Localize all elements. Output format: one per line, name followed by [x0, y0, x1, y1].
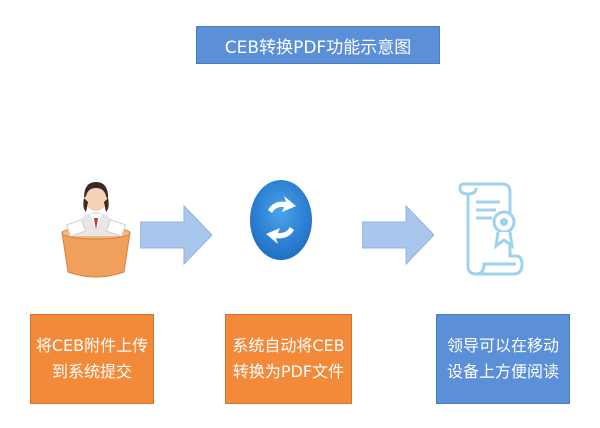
step-2-box: 系统自动将CEB 转换为PDF文件 — [225, 314, 352, 404]
step-3-line-2: 设备上方便阅读 — [446, 362, 559, 381]
step-3-box: 领导可以在移动 设备上方便阅读 — [436, 314, 570, 404]
step-1-line-1: 将CEB附件上传 — [35, 336, 149, 355]
step-3-line-1: 领导可以在移动 — [446, 336, 559, 355]
arrow-right-icon — [139, 204, 213, 270]
step-2-line-2: 转换为PDF文件 — [232, 362, 345, 381]
diagram-title: CEB转换PDF功能示意图 — [196, 26, 440, 64]
step-1-line-2: 到系统提交 — [51, 362, 132, 381]
person-with-documents-icon — [60, 176, 132, 284]
arrow-right-icon — [361, 204, 435, 270]
step-2-line-1: 系统自动将CEB — [232, 336, 345, 355]
scroll-document-icon — [456, 178, 526, 286]
convert-cycle-icon — [248, 180, 314, 268]
step-1-box: 将CEB附件上传 到系统提交 — [30, 314, 154, 404]
